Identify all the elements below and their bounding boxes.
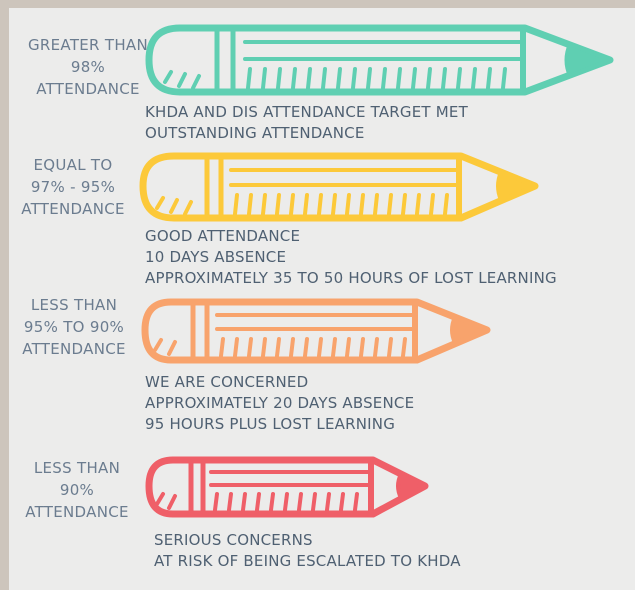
tier-1-pencil-icon <box>145 24 614 96</box>
tier-3-description-line-2: APPROXIMATELY 20 DAYS ABSENCE <box>145 394 415 412</box>
tier-3-label-line-3: ATTENDANCE <box>22 340 126 358</box>
tier-4-label-line-3: ATTENDANCE <box>25 503 129 521</box>
tier-2-description-line-2: 10 DAYS ABSENCE <box>145 248 287 266</box>
infographic-canvas: GREATER THAN 98% ATTENDANCE KHDA AND DIS… <box>9 8 635 590</box>
tier-1-label-line-3: ATTENDANCE <box>36 80 140 98</box>
tier-4-description-line-2: AT RISK OF BEING ESCALATED TO KHDA <box>154 552 461 570</box>
tier-4-label-line-1: LESS THAN <box>33 459 121 477</box>
tier-2-description-line-3: APPROXIMATELY 35 TO 50 HOURS OF LOST LEA… <box>145 269 557 287</box>
tier-3-label-line-1: LESS THAN <box>30 296 118 314</box>
tier-2-label-line-2: 97% - 95% <box>30 178 116 196</box>
tier-2-pencil-icon <box>139 152 539 222</box>
tier-4-label-line-2: 90% <box>59 481 95 499</box>
tier-4-label: LESS THAN 90% ATTENDANCE <box>9 457 145 523</box>
tier-1-description-line-2: OUTSTANDING ATTENDANCE <box>145 124 365 142</box>
tier-1-label: GREATER THAN 98% ATTENDANCE <box>23 34 153 100</box>
tier-2-description: GOOD ATTENDANCE 10 DAYS ABSENCE APPROXIM… <box>145 226 557 289</box>
tier-4-description-line-1: SERIOUS CONCERNS <box>154 531 313 549</box>
tier-3-label-line-2: 95% TO 90% <box>23 318 125 336</box>
tier-2-description-line-1: GOOD ATTENDANCE <box>145 227 301 245</box>
tier-4-pencil-icon <box>145 456 429 518</box>
tier-1-description: KHDA AND DIS ATTENDANCE TARGET MET OUTST… <box>145 102 468 144</box>
tier-3-description-line-1: WE ARE CONCERNED <box>145 373 309 391</box>
tier-1-description-line-1: KHDA AND DIS ATTENDANCE TARGET MET <box>145 103 468 121</box>
tier-1-label-line-1: GREATER THAN <box>28 36 148 54</box>
tier-3-description-line-3: 95 HOURS PLUS LOST LEARNING <box>145 415 396 433</box>
tier-2-label-line-3: ATTENDANCE <box>21 200 125 218</box>
tier-4-description: SERIOUS CONCERNS AT RISK OF BEING ESCALA… <box>154 530 461 572</box>
tier-2-label: EQUAL TO 97% - 95% ATTENDANCE <box>9 154 137 220</box>
tier-1-label-line-2: 98% <box>70 58 106 76</box>
tier-3-pencil-icon <box>141 298 491 364</box>
tier-2-label-line-1: EQUAL TO <box>33 156 113 174</box>
tier-3-description: WE ARE CONCERNED APPROXIMATELY 20 DAYS A… <box>145 372 414 435</box>
tier-3-label: LESS THAN 95% TO 90% ATTENDANCE <box>9 294 139 360</box>
